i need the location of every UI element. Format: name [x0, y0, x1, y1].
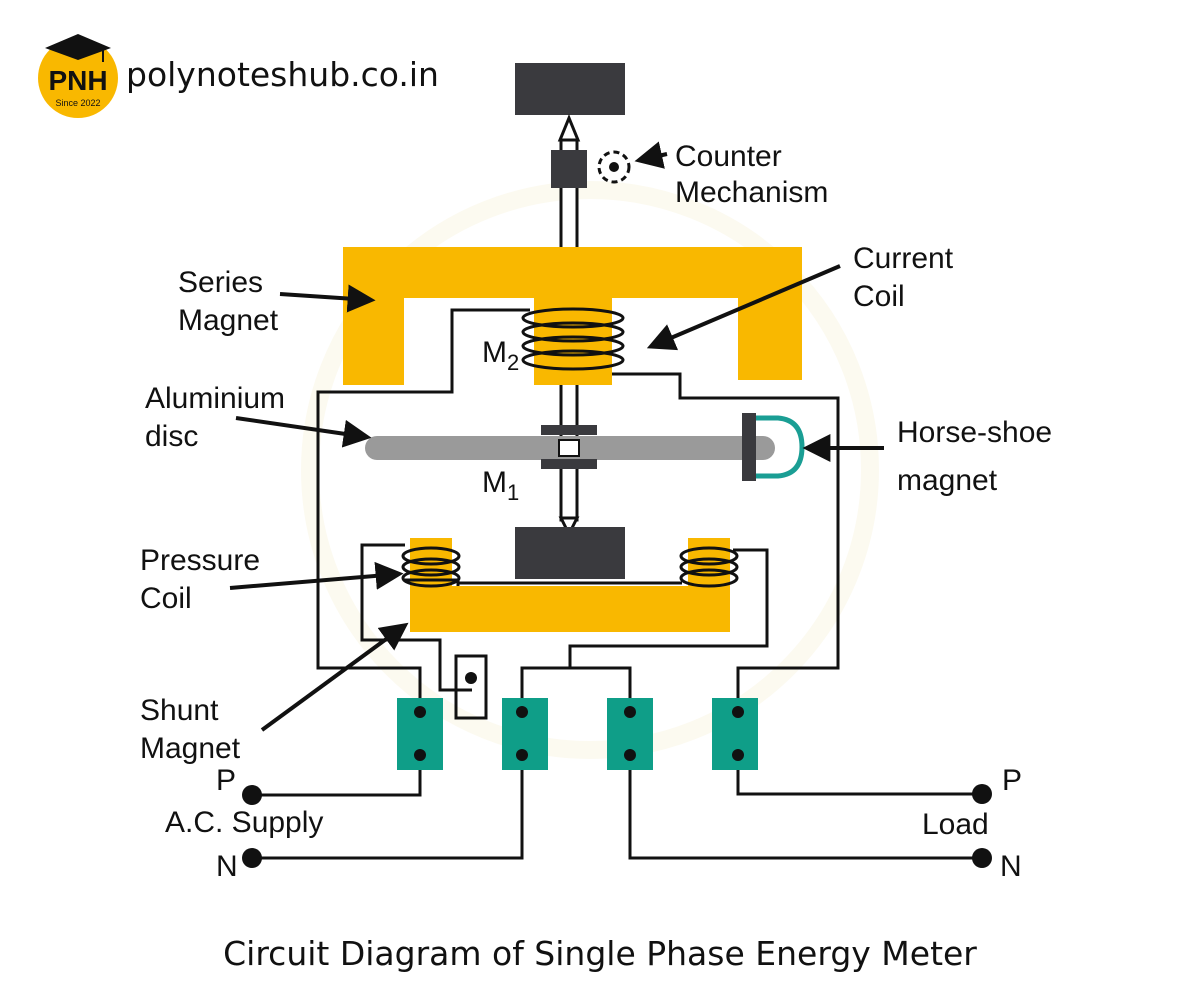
series-magnet-arrow — [279, 284, 376, 313]
spindle-tip-top — [557, 114, 581, 142]
disc-hub-center — [558, 439, 580, 457]
shunt-magnet — [410, 538, 730, 632]
supply-n-label: N — [216, 850, 238, 883]
top-block — [515, 63, 625, 115]
site-url: polynoteshub.co.in — [126, 55, 439, 94]
load-n-label: N — [1000, 850, 1022, 883]
current-coil-label-1: Current — [853, 242, 954, 275]
diagram-caption: Circuit Diagram of Single Phase Energy M… — [223, 934, 977, 973]
pressure-coil-right — [679, 546, 739, 588]
supply-label: A.C. Supply — [165, 806, 323, 839]
watermark — [301, 181, 879, 759]
pnh-logo: PNH Since 2022 — [38, 34, 118, 118]
counter-gear-block — [551, 150, 587, 188]
m2-label: M2 — [482, 336, 519, 375]
series-magnet-label-1: Series — [178, 266, 263, 299]
counter-mechanism-icon — [597, 150, 631, 184]
brake-block — [515, 527, 625, 579]
shunt-magnet-label-1: Shunt — [140, 694, 219, 727]
terminal-block — [397, 672, 758, 770]
disc-hub-bottom — [541, 459, 597, 469]
load-label: Load — [922, 808, 989, 841]
current-coil-arrow — [646, 264, 841, 351]
counter-label-2: Mechanism — [675, 176, 828, 209]
pressure-coil-arrow — [229, 561, 404, 590]
counter-label-1: Counter — [675, 140, 782, 173]
disc-hub-top — [541, 425, 597, 435]
wiring — [252, 308, 982, 860]
horseshoe-pole — [742, 413, 756, 481]
m1-label: M1 — [482, 466, 519, 505]
load-p-label: P — [1002, 764, 1022, 797]
horseshoe-label-2: magnet — [897, 464, 998, 497]
logo-since: Since 2022 — [55, 98, 100, 108]
pressure-coil-label-1: Pressure — [140, 544, 260, 577]
connection-dots — [242, 784, 992, 868]
current-coil — [521, 307, 625, 371]
pressure-coil-label-2: Coil — [140, 582, 192, 615]
series-magnet — [343, 247, 802, 385]
logo-text: PNH — [48, 65, 107, 96]
horseshoe-magnet — [752, 415, 805, 479]
series-magnet-label-2: Magnet — [178, 304, 279, 337]
supply-p-label: P — [216, 764, 236, 797]
shunt-magnet-label-2: Magnet — [140, 732, 241, 765]
aluminium-disc-label-2: disc — [145, 420, 198, 453]
current-coil-label-2: Coil — [853, 280, 905, 313]
spindle-tip-bottom — [558, 516, 580, 538]
aluminium-disc-arrow — [235, 416, 372, 448]
horseshoe-label-1: Horse-shoe — [897, 416, 1052, 449]
aluminium-disc-label-1: Aluminium — [145, 382, 285, 415]
counter-arrow — [634, 141, 668, 169]
shunt-magnet-arrow — [260, 622, 409, 732]
